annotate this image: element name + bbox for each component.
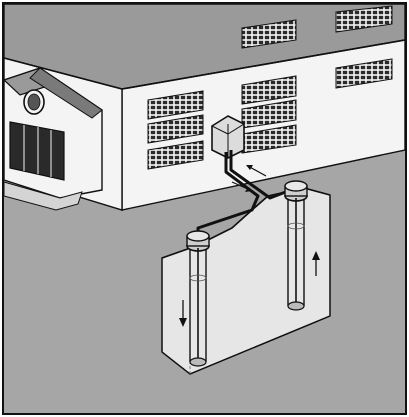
supply-well: [284, 180, 308, 311]
pipe-arrow-to-building: [246, 165, 267, 177]
return-well: [186, 230, 210, 367]
mechanical-box: [211, 115, 245, 159]
return-well-arrow: [179, 300, 187, 327]
building: [2, 3, 406, 211]
entrance-annex: [2, 67, 103, 211]
upper-windows: [147, 58, 393, 144]
top-right-windows: [241, 5, 393, 49]
supply-well-arrow: [312, 251, 320, 276]
pipe-arrow-from-building: [231, 181, 252, 192]
